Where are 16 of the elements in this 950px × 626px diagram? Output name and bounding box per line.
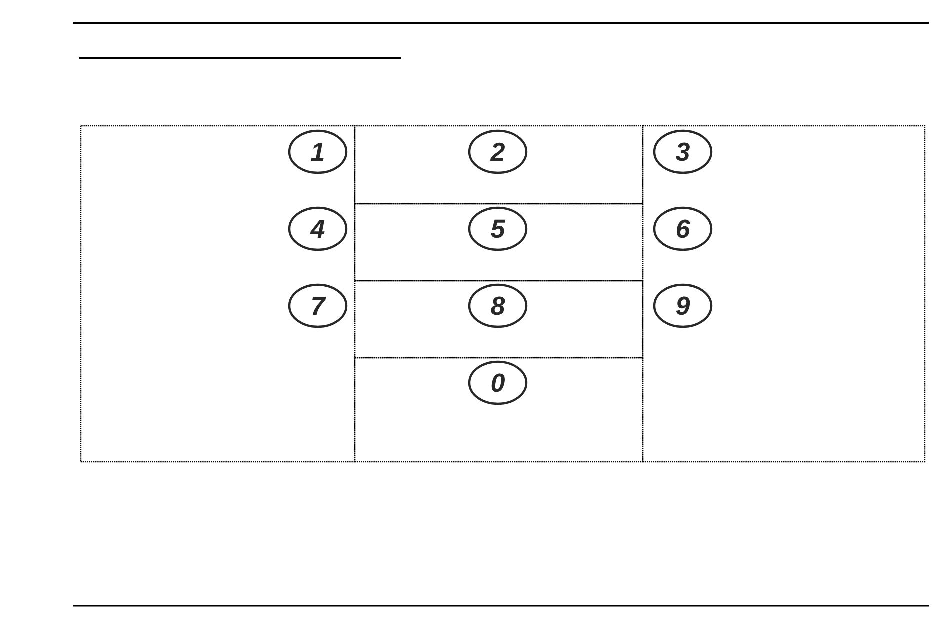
number-oval: 4 — [288, 206, 348, 252]
number-oval: 0 — [468, 360, 528, 406]
number-oval: 8 — [468, 284, 528, 328]
number-oval: 3 — [653, 130, 713, 174]
dotted-panel — [80, 125, 356, 463]
dotted-panel — [354, 203, 644, 282]
dotted-panel — [354, 280, 644, 359]
dotted-panel — [354, 357, 644, 463]
number-oval: 2 — [468, 130, 528, 174]
number-oval: 9 — [653, 284, 713, 328]
number-oval: 6 — [653, 206, 713, 252]
dotted-panel — [642, 125, 926, 463]
number-oval: 7 — [288, 284, 348, 328]
dotted-panel — [354, 125, 644, 205]
number-oval: 5 — [468, 206, 528, 252]
number-oval: 1 — [288, 130, 348, 174]
